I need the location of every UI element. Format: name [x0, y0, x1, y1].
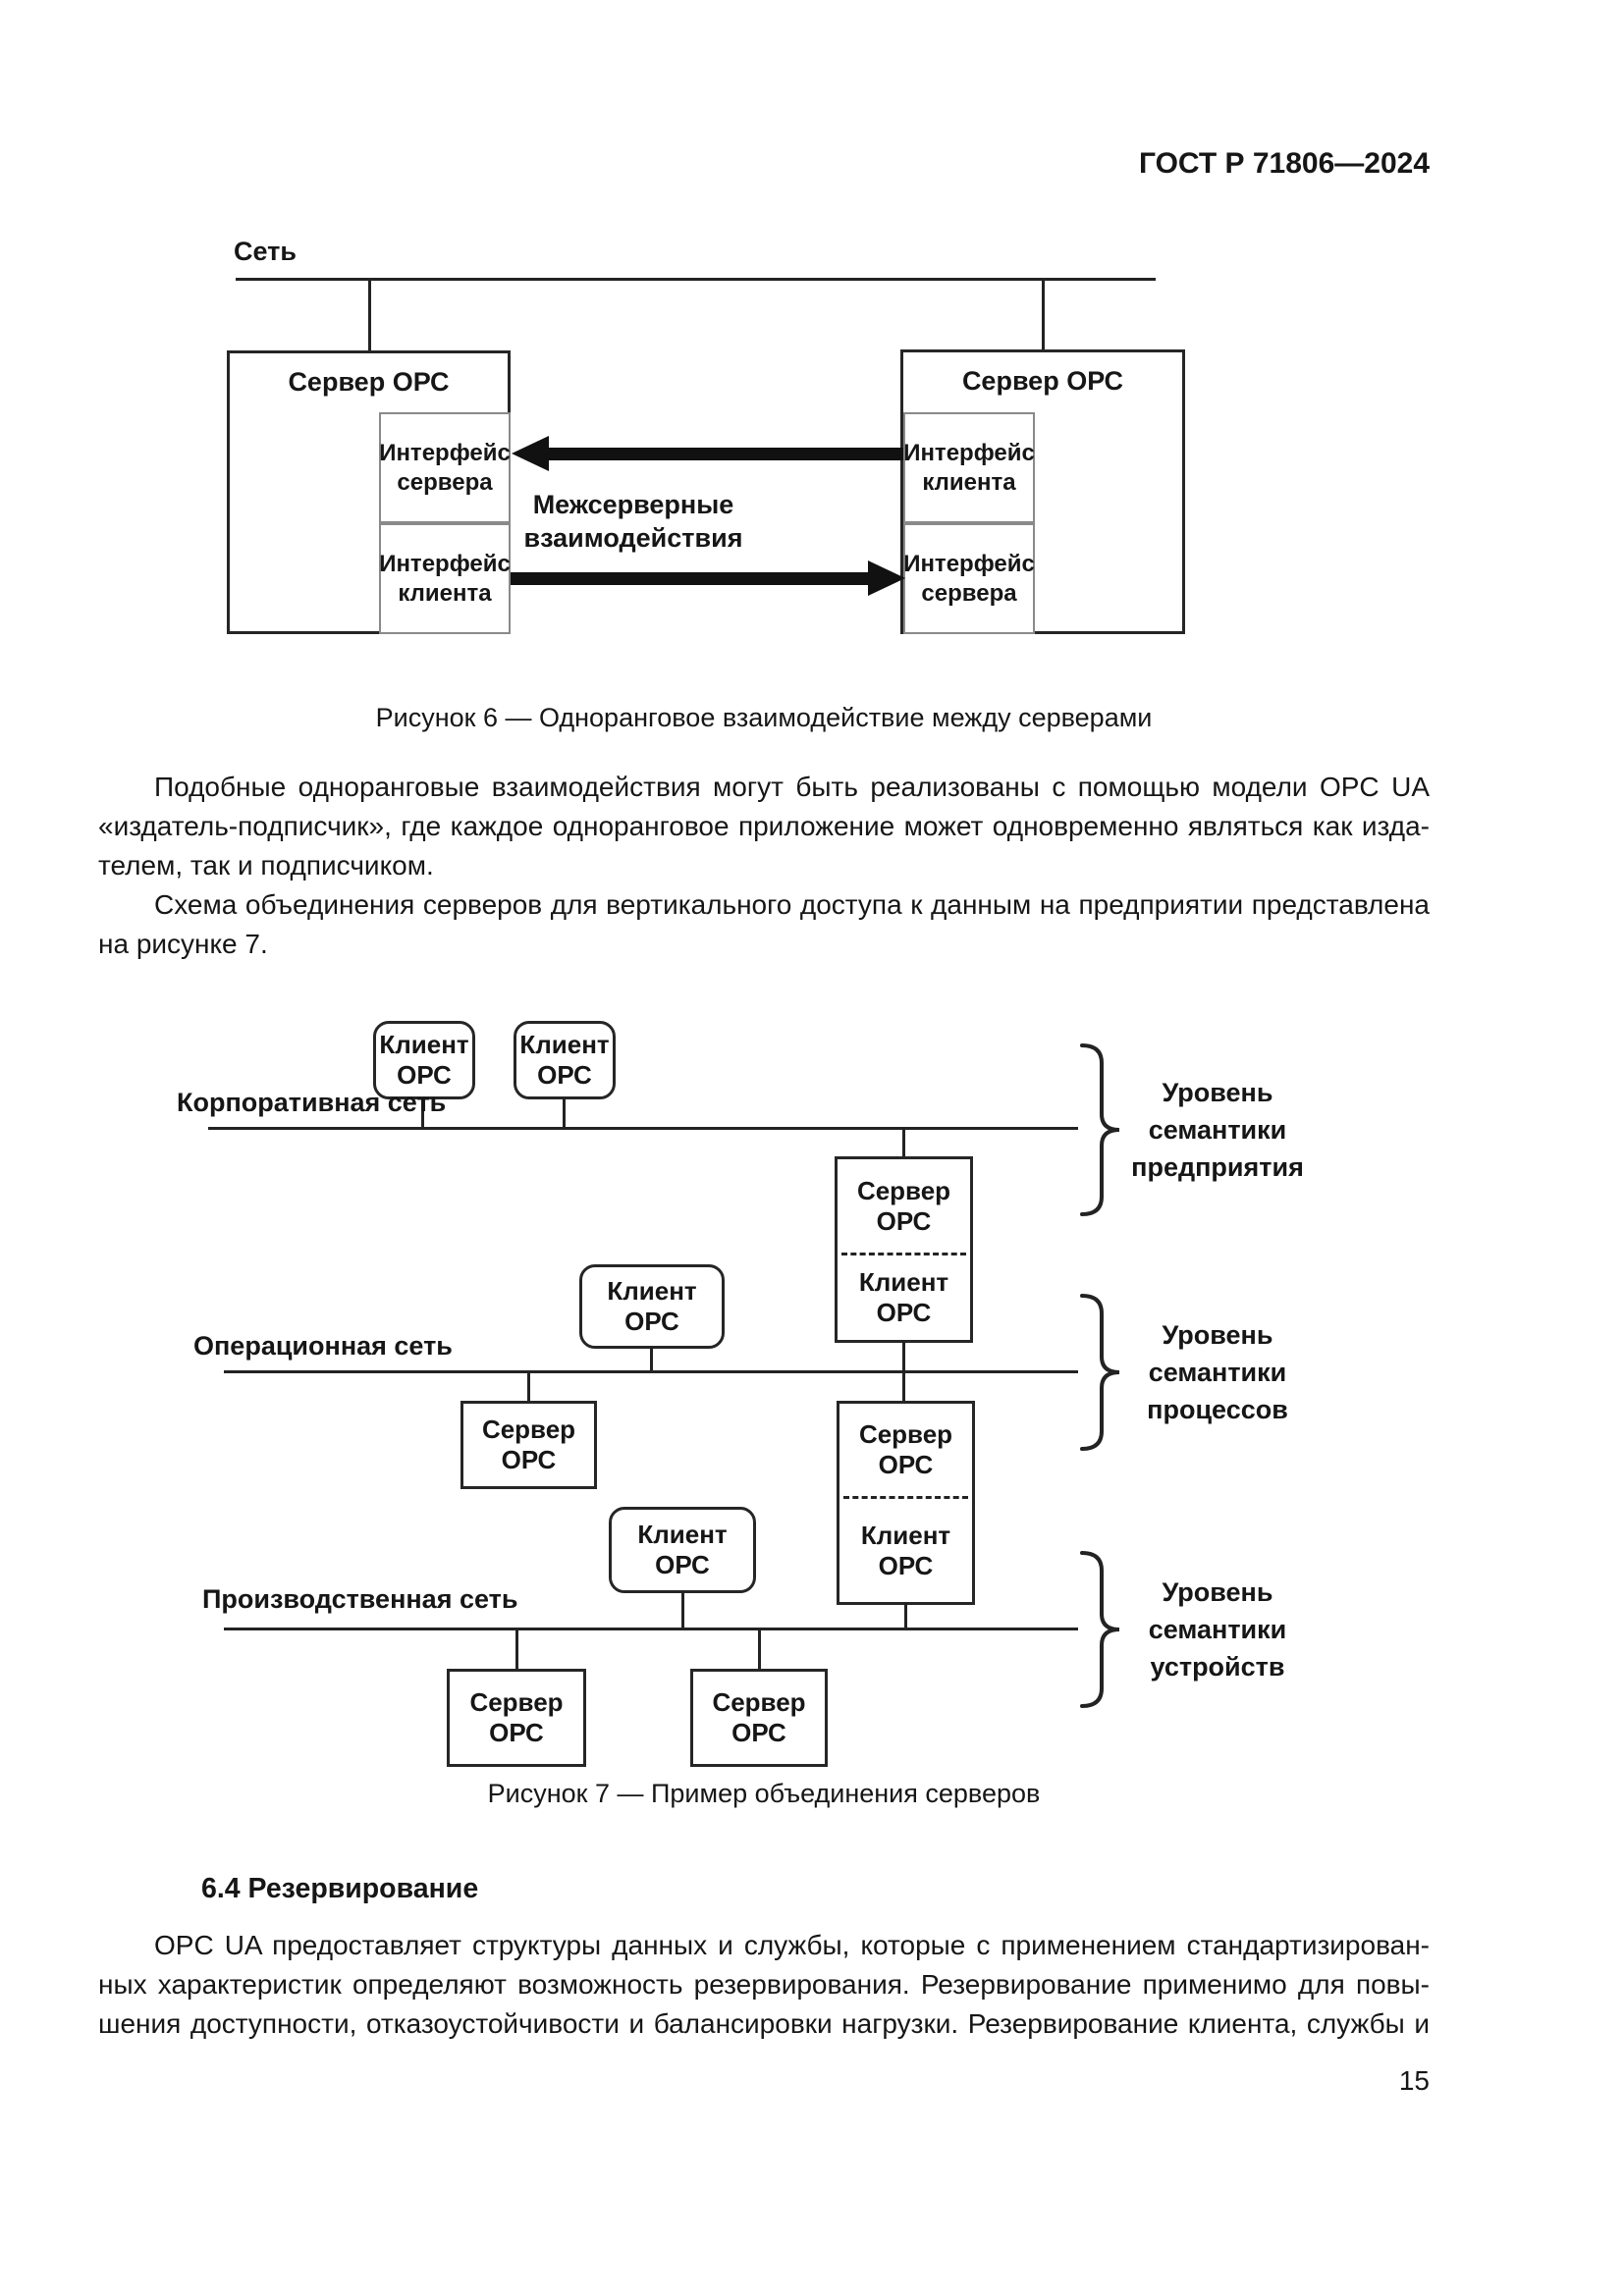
connector	[758, 1629, 761, 1670]
connector	[421, 1097, 424, 1128]
section-paragraph: OPC UA предоставляет структуры данных и …	[98, 1926, 1430, 2044]
figure6-left-interface-client: Интерфейс клиента	[379, 523, 511, 634]
brace-enterprise-icon	[1080, 1043, 1120, 1216]
connector	[904, 1603, 907, 1630]
arrow-right-head-icon	[868, 561, 905, 596]
figure6-left-interface-server: Интерфейс сервера	[379, 412, 511, 523]
text-line: Подобные одноранговые взаимодействия мог…	[154, 772, 1430, 802]
text-line: телем, так и подписчиком.	[98, 850, 434, 881]
connector	[902, 1129, 905, 1157]
page-header: ГОСТ Р 71806—2024	[1138, 147, 1430, 180]
arrow-left-head-icon	[512, 436, 549, 471]
connector	[902, 1372, 905, 1402]
arrow-left-to-right-shaft	[511, 572, 872, 585]
level-label-process: Уровень семантики процессов	[1147, 1320, 1288, 1424]
figure7-client-enterprise-2: Клиент ОРС	[514, 1021, 616, 1099]
figure6-caption: Рисунок 6 — Одноранговое взаимодействие …	[375, 703, 1153, 732]
text-line: «издатель-подписчик», где каждое одноран…	[98, 811, 1430, 841]
figure7-production-network-line	[224, 1628, 1078, 1630]
figure6-server-right-title: Сервер ОРС	[961, 366, 1124, 396]
figure7-client-device: Клиент ОРС	[609, 1507, 756, 1593]
figure6-server-left-title: Сервер ОРС	[288, 367, 450, 397]
connector	[902, 1341, 905, 1371]
text-line: Схема объединения серверов для вертикаль…	[154, 889, 1430, 920]
figure6-network-label: Сеть	[234, 237, 297, 266]
figure7-corporate-network-line	[208, 1127, 1078, 1130]
figure7-server-process: Сервер ОРС	[460, 1401, 597, 1489]
combined-box-server-part: Сервер ОРС	[858, 1419, 953, 1479]
combined-box-server-part: Сервер ОРС	[856, 1175, 951, 1236]
brace-device-icon	[1080, 1551, 1120, 1708]
figure6-drop-left	[368, 280, 371, 350]
section-heading: 6.4 Резервирование	[201, 1873, 479, 1904]
page-number: 15	[1398, 2065, 1430, 2096]
figure7-operational-network-label: Операционная сеть	[193, 1331, 453, 1361]
figure7-combined-box-enterprise: Сервер ОРС Клиент ОРС	[835, 1156, 973, 1343]
text-line: шения доступности, отказоустойчивости и …	[98, 2008, 1430, 2039]
combined-box-client-part: Клиент ОРС	[858, 1267, 949, 1327]
connector	[681, 1591, 684, 1630]
figure7-server-device-2: Сервер ОРС	[690, 1669, 828, 1767]
figure7-operational-network-line	[224, 1370, 1078, 1373]
figure6-network-line	[236, 278, 1156, 281]
arrow-right-to-left-shaft	[540, 448, 903, 460]
paragraph-2: Схема объединения серверов для вертикаль…	[98, 885, 1430, 964]
text-line: OPC UA предоставляет структуры данных и …	[154, 1930, 1430, 1960]
text-line: на рисунке 7.	[98, 929, 268, 959]
figure7-combined-box-process: Сервер ОРС Клиент ОРС	[837, 1401, 975, 1605]
paragraph-1: Подобные одноранговые взаимодействия мог…	[98, 768, 1430, 885]
level-label-device: Уровень семантики устройств	[1148, 1577, 1287, 1682]
figure6-right-interface-client: Интерфейс клиента	[903, 412, 1035, 523]
level-label-enterprise: Уровень семантики предприятия	[1131, 1078, 1304, 1182]
connector	[563, 1097, 566, 1128]
brace-process-icon	[1080, 1294, 1120, 1451]
connector	[515, 1629, 518, 1670]
figure6-drop-right	[1042, 280, 1045, 349]
figure7-production-network-label: Производственная сеть	[202, 1584, 518, 1614]
figure6-right-interface-server: Интерфейс сервера	[903, 523, 1035, 634]
figure7-client-enterprise-1: Клиент ОРС	[373, 1021, 475, 1099]
figure7-caption: Рисунок 7 — Пример объединения серверов	[487, 1779, 1041, 1808]
connector	[527, 1372, 530, 1402]
combined-box-client-part: Клиент ОРС	[860, 1520, 951, 1580]
connector	[650, 1347, 653, 1371]
dashed-divider	[841, 1253, 966, 1255]
dashed-divider	[843, 1496, 968, 1499]
figure6-arrows-label: Межсерверные взаимодействия	[523, 490, 743, 553]
figure7-corporate-network-label: Корпоративная сеть	[177, 1088, 447, 1117]
figure7-server-device-1: Сервер ОРС	[447, 1669, 586, 1767]
figure7-client-process: Клиент ОРС	[579, 1264, 725, 1349]
text-line: ных характеристик определяют возможность…	[98, 1969, 1430, 2000]
